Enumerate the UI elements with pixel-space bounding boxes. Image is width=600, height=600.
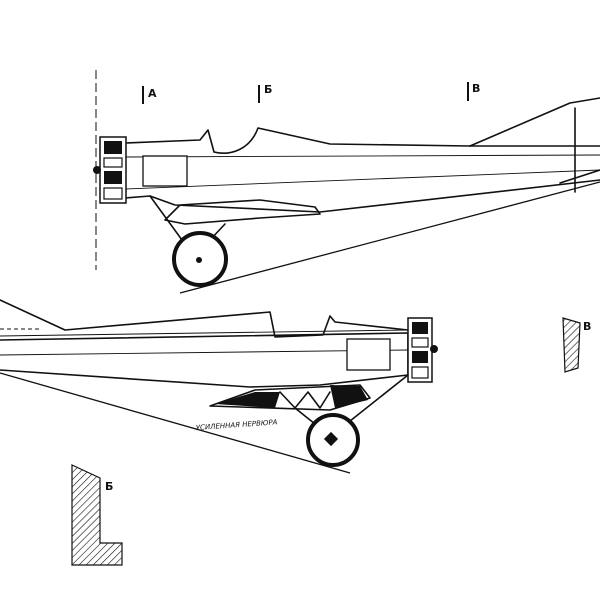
reinforced-rib-note: УСИЛЕННАЯ НЕРВЮРА xyxy=(196,418,278,432)
station-label-b: Б xyxy=(264,83,272,96)
section-b: Б xyxy=(71,464,123,566)
section-v: В xyxy=(562,317,591,373)
wing-upper xyxy=(164,199,321,225)
window-lower xyxy=(346,338,391,371)
station-marker-c: В xyxy=(467,82,480,101)
ground-line-lower xyxy=(0,372,351,474)
fuselage-lower xyxy=(0,299,409,388)
window-upper xyxy=(142,155,188,187)
section-v-label: В xyxy=(583,320,591,333)
wheel-upper xyxy=(172,231,228,287)
ground-line-upper xyxy=(179,181,600,294)
section-b-label: Б xyxy=(105,480,113,493)
reinforced-rib xyxy=(215,392,280,408)
side-view-lower: УСИЛЕННАЯ НЕРВЮРА xyxy=(0,299,438,474)
wing-lower xyxy=(209,384,371,411)
tail-upper xyxy=(469,97,600,193)
station-marker-b: Б xyxy=(258,83,272,103)
wheel-lower xyxy=(306,413,360,467)
station-label-c: В xyxy=(472,82,480,95)
side-view-upper: А Б В xyxy=(93,70,600,294)
engine-lower xyxy=(407,317,438,383)
station-label-a: А xyxy=(148,87,157,100)
fuselage-upper xyxy=(124,127,600,213)
station-marker-a: А xyxy=(142,86,157,104)
engine-upper xyxy=(93,136,127,204)
